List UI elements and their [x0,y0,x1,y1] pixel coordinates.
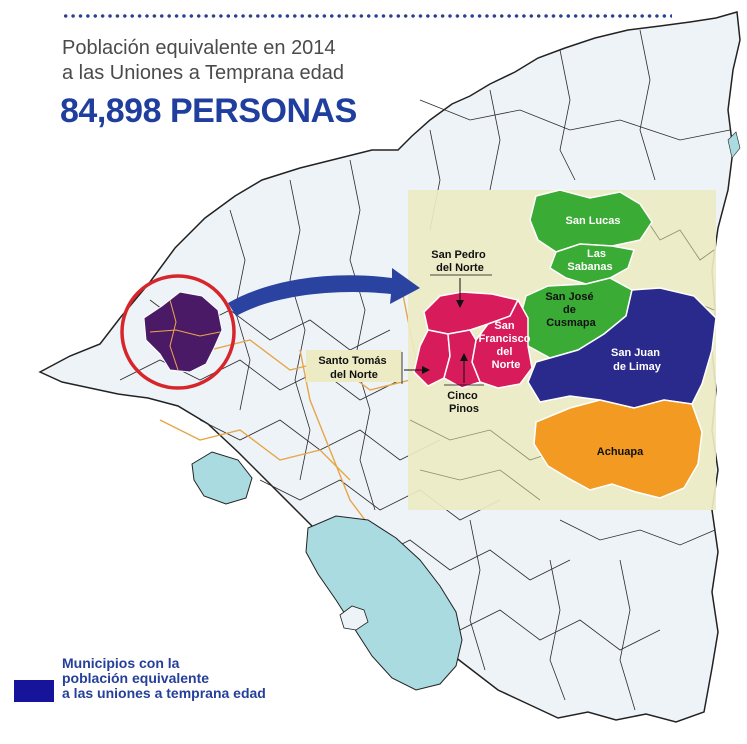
legend-line-1: Municipios con la [62,655,180,671]
label-achuapa: Achuapa [597,446,644,458]
label-san-juan-de-limay: San Juan de Limay [611,347,663,373]
overview-district-boundaries [149,299,221,371]
label-san-francisco-del-norte: San Francisco del Norte [478,320,533,371]
municipality-achuapa [533,399,703,499]
pointer-arrowhead-san-pedro [456,300,464,308]
callout-arrow [228,268,420,316]
pointer-arrowhead-cinco-pinos [460,353,468,361]
lake-island [339,605,369,631]
label-santo-tomas-del-norte: Santo Tomás del Norte [318,355,389,381]
label-bg-santo-tomas [306,350,402,382]
subtitle-line-1: Población equivalente en 2014 [62,37,336,59]
callout-circle [120,274,236,390]
dotted-rule [62,13,672,19]
legend-line-2: población equivalente [62,670,210,686]
lake-managua [191,451,253,505]
label-san-lucas: San Lucas [565,215,620,227]
coastal-lagoon [727,131,741,159]
municipality-san-lucas [529,189,653,253]
legend-line-3: a las uniones a temprana edad [62,685,266,701]
legend-text: Municipios con la población equivalente … [62,656,362,701]
subtitle-line-2: a las Uniones a Temprana edad [62,62,345,84]
legend-swatch [14,680,54,702]
label-cinco-pinos: Cinco Pinos [447,390,481,415]
label-las-sabanas: Las Sabanas [567,248,612,273]
lake-nicaragua [305,515,463,691]
subtitle: Población equivalente en 2014 a las Unio… [62,36,442,86]
label-san-pedro-del-norte: San Pedro del Norte [431,249,488,274]
municipality-las-sabanas [549,243,635,285]
pointer-arrowhead-santo-tomas [422,366,430,374]
headline-total: 84,898 PERSONAS [60,92,357,130]
label-san-jose-de-cusmapa: San José de Cusmapa [545,291,596,329]
